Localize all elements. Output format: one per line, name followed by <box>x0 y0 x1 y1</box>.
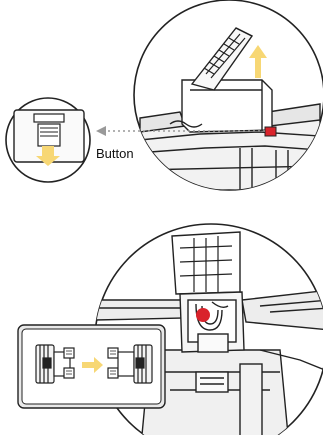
top-detail-circle <box>134 0 323 190</box>
button-detail-circle <box>6 98 90 182</box>
connector-indicator <box>196 308 210 322</box>
release-button-indicator <box>265 127 276 136</box>
button-label: Button <box>96 146 134 161</box>
connector-inset-panel <box>18 325 165 408</box>
